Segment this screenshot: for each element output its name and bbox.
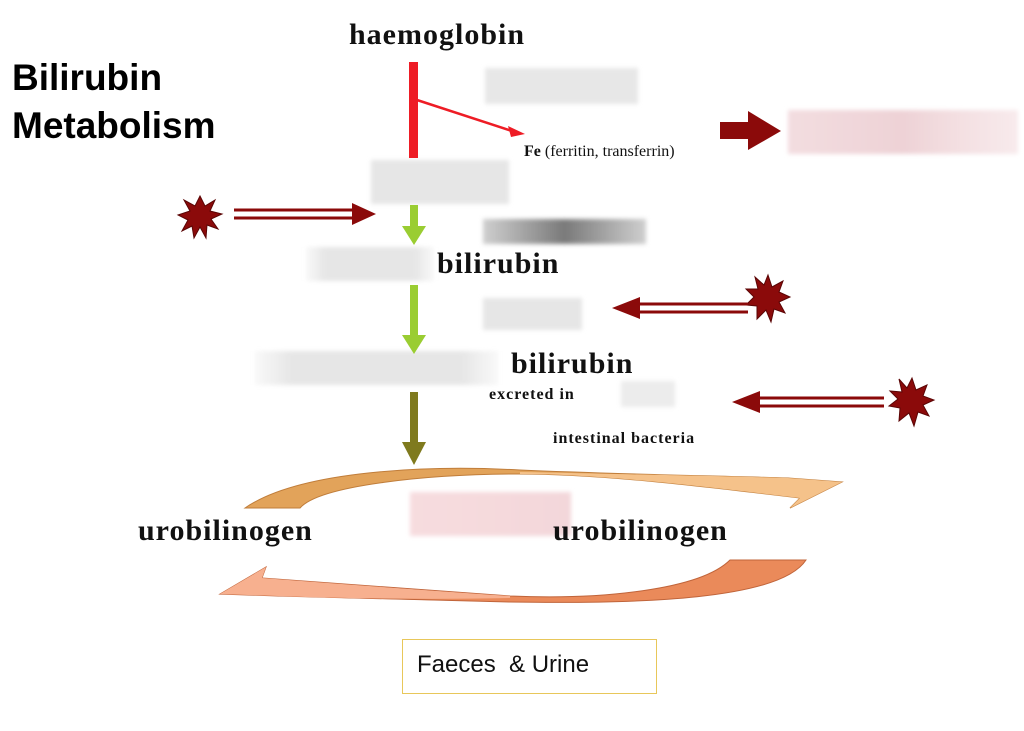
hidden-label-bilirubin-type-2: [255, 351, 498, 385]
green-arrow-2-head: [402, 335, 426, 354]
excreted-annotation: excreted in: [489, 386, 575, 403]
olive-arrow-head: [402, 442, 426, 465]
double-arrow-icon: [234, 203, 376, 225]
title-line-1: Bilirubin: [12, 57, 163, 98]
burst-icon: [176, 194, 224, 240]
olive-arrow-shaft: [410, 392, 418, 444]
node-urobilinogen-right: urobilinogen: [553, 514, 728, 547]
hidden-label-cycle: [410, 492, 571, 536]
fe-detail: (ferritin, transferrin): [544, 143, 675, 160]
hidden-label-fe-destination: [788, 110, 1018, 154]
node-bilirubin-1: bilirubin: [437, 247, 560, 280]
double-arrow-icon: [612, 297, 748, 319]
node-urobilinogen-left: urobilinogen: [138, 514, 313, 547]
hidden-label-excretion-site: [621, 381, 675, 407]
intestinal-bacteria-annotation: intestinal bacteria: [553, 430, 696, 447]
haemoglobin-line: [409, 62, 418, 158]
hidden-label-bilirubin-type-1: [306, 247, 434, 281]
output-box-text: Faeces & Urine: [417, 651, 590, 678]
fe-annotation: Fe (ferritin, transferrin): [524, 143, 675, 161]
green-arrow-2-shaft: [410, 285, 418, 337]
double-arrow-icon: [732, 391, 884, 413]
green-arrow-1-shaft: [410, 205, 418, 227]
hidden-label-enzyme-1: [485, 68, 638, 104]
fe-prefix: Fe: [524, 143, 541, 160]
node-haemoglobin: haemoglobin: [349, 18, 526, 51]
page-title: Bilirubin Metabolism: [12, 54, 216, 150]
burst-icon: [887, 376, 936, 428]
node-bilirubin-2: bilirubin: [511, 347, 634, 380]
block-arrow-icon: [720, 111, 781, 150]
cycle-arrow-bottom-highlight: [220, 567, 510, 599]
output-box: Faeces & Urine: [402, 639, 657, 694]
title-line-2: Metabolism: [12, 105, 216, 146]
fe-branch-line: [416, 98, 513, 133]
green-arrow-1-head: [402, 226, 426, 245]
hidden-label-enzyme-3: [483, 298, 582, 330]
cycle-arrow-top-highlight: [520, 472, 842, 508]
hidden-label-enzyme-2: [483, 219, 646, 244]
fe-branch-arrowhead: [508, 126, 525, 137]
hidden-label-intermediate: [371, 160, 509, 204]
burst-icon: [744, 273, 792, 324]
